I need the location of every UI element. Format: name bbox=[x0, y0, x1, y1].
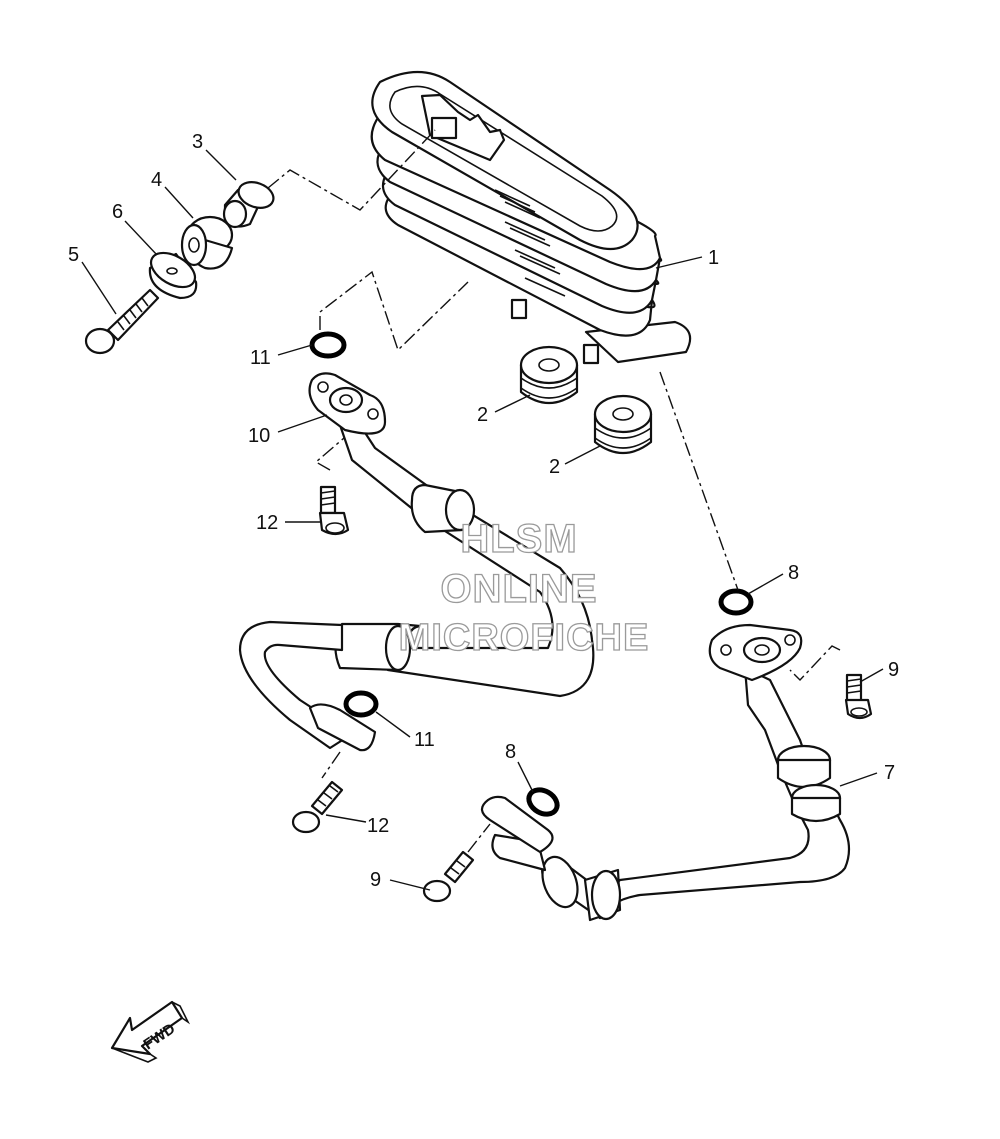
assembly-guides bbox=[267, 129, 841, 853]
upper-oil-hose bbox=[238, 372, 595, 752]
fwd-arrow-icon: FWD bbox=[110, 1000, 191, 1063]
callout-3: 3 bbox=[192, 131, 203, 153]
callout-10: 10 bbox=[248, 425, 270, 447]
callout-8: 8 bbox=[505, 741, 516, 763]
callout-2: 2 bbox=[549, 456, 560, 478]
o-ring bbox=[309, 331, 347, 359]
o-ring bbox=[343, 690, 379, 718]
callout-8: 8 bbox=[788, 562, 799, 584]
callout-12: 12 bbox=[367, 815, 389, 837]
callout-11: 11 bbox=[250, 347, 271, 369]
o-ring bbox=[526, 787, 560, 817]
callout-4: 4 bbox=[151, 169, 162, 191]
grommet bbox=[180, 215, 234, 270]
rubber-damper-upper bbox=[519, 345, 579, 404]
watermark-line-2: ONLINE bbox=[440, 567, 597, 611]
collar bbox=[222, 181, 275, 229]
callout-9: 9 bbox=[370, 869, 381, 891]
watermark: HLSM ONLINE MICROFICHE bbox=[398, 516, 650, 659]
bolt bbox=[844, 673, 873, 720]
watermark-line-1: HLSM bbox=[460, 517, 577, 561]
callout-6: 6 bbox=[112, 201, 123, 223]
callout-2: 2 bbox=[477, 404, 488, 426]
oil-cooler bbox=[370, 71, 692, 365]
callout-9: 9 bbox=[888, 659, 899, 681]
lower-oil-hose bbox=[480, 623, 851, 922]
bolt bbox=[318, 485, 350, 536]
callout-12: 12 bbox=[256, 512, 278, 534]
rubber-damper-lower bbox=[593, 394, 653, 454]
leader-lines bbox=[81, 149, 884, 891]
callout-5: 5 bbox=[68, 244, 79, 266]
callout-7: 7 bbox=[884, 762, 895, 784]
callout-1: 1 bbox=[708, 247, 719, 269]
callout-labels: 1 2 2 3 4 5 6 7 8 8 9 9 10 11 11 12 12 bbox=[68, 131, 899, 891]
callout-11: 11 bbox=[414, 729, 435, 751]
watermark-line-3: MICROFICHE bbox=[399, 617, 650, 659]
bolt bbox=[291, 780, 344, 834]
o-ring bbox=[718, 588, 754, 616]
washer bbox=[148, 251, 198, 300]
bolt bbox=[422, 850, 475, 903]
screw bbox=[84, 288, 160, 355]
